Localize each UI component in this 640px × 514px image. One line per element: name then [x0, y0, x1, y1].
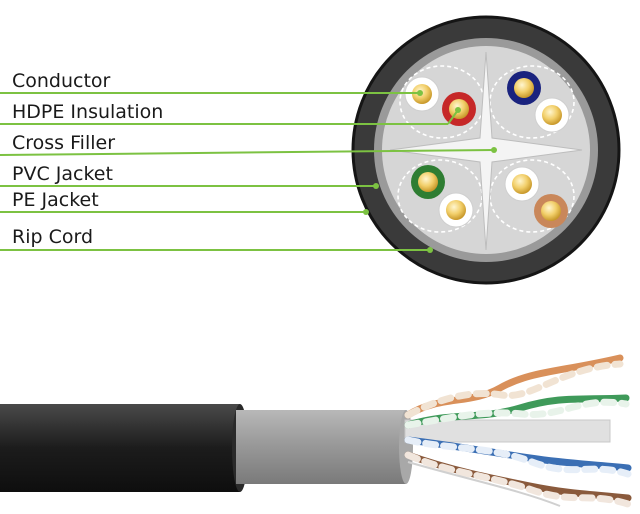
- leader-dots: [363, 90, 497, 253]
- leader-line-cross-filler: [0, 149, 495, 156]
- label-rip-cord: Rip Cord: [12, 226, 94, 248]
- label-hdpe-insulation: HDPE Insulation: [12, 101, 164, 123]
- twisted-pair-brown: [404, 451, 632, 508]
- black-outer-jacket: [0, 404, 240, 492]
- label-conductor: Conductor: [12, 70, 111, 92]
- twisted-pair-blue: [404, 436, 632, 478]
- gray-inner-jacket: [236, 410, 406, 484]
- label-pe-jacket: PE Jacket: [12, 189, 99, 211]
- cable-side-view: [0, 354, 632, 508]
- rip-cord-strand: [407, 461, 561, 507]
- leader-lines: [0, 92, 495, 251]
- label-pvc-jacket: PVC Jacket: [12, 163, 113, 185]
- wire-pair-orange: [504, 166, 568, 228]
- label-cross-filler: Cross Filler: [12, 132, 116, 154]
- twisted-pair-green: [404, 394, 630, 429]
- wire-pair-green: [411, 165, 474, 228]
- wire-pair-blue: [507, 71, 570, 133]
- filler-strip: [404, 419, 611, 443]
- twisted-pair-orange: [404, 354, 624, 419]
